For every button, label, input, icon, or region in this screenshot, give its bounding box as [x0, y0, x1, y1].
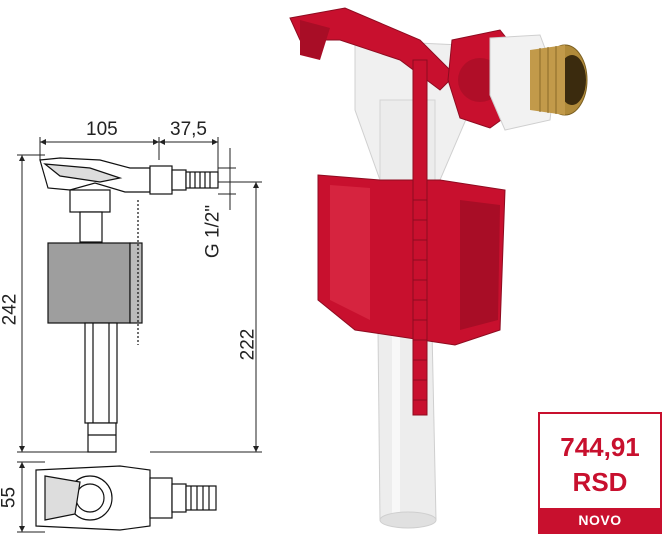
dimension-width-top: 105 — [86, 119, 118, 140]
dimension-offset-top: 37,5 — [170, 119, 207, 140]
price-tag: 744,91 RSD NOVO — [538, 412, 662, 534]
new-badge: NOVO — [540, 508, 660, 532]
price-currency: RSD — [572, 467, 628, 497]
price-amount: 744,91 — [560, 432, 640, 462]
